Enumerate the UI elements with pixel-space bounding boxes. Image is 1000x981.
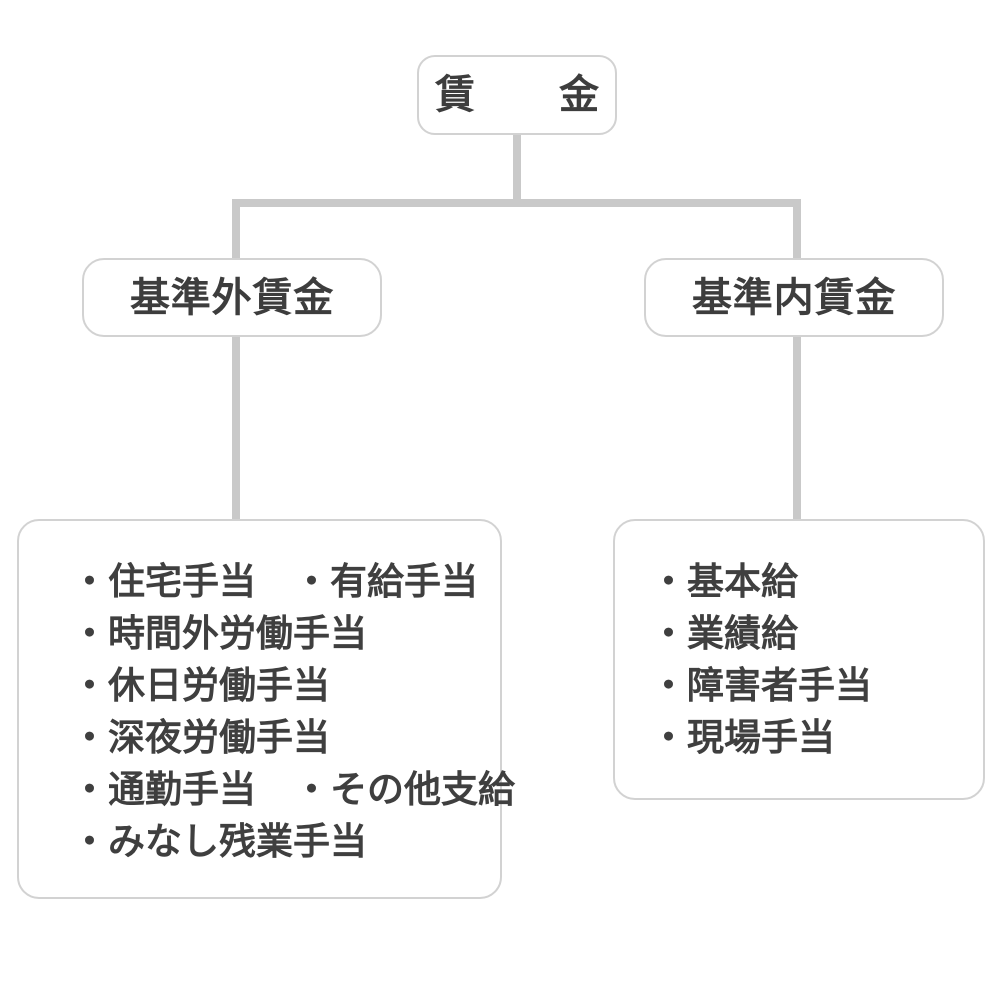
connector-left-branch-to-list [232,335,240,523]
node-branch-label-right: 基準内賃金 [692,275,896,320]
node-branch-standard-wage[interactable]: 基準内賃金 [644,258,944,337]
connector-bus-to-left-branch [232,199,240,261]
connector-horizontal-bus [232,199,801,207]
list-body-right: ・基本給 ・業績給 ・障害者手当 ・現場手当 [615,556,983,764]
list-item: ・時間外労働手当 [71,613,367,654]
list-item: ・業績給 [650,613,798,654]
list-body-left: ・住宅手当 ・有給手当 ・時間外労働手当 ・休日労働手当 ・深夜労働手当 ・通勤… [19,556,515,868]
list-box-non-standard-wage[interactable]: ・住宅手当 ・有給手当 ・時間外労働手当 ・休日労働手当 ・深夜労働手当 ・通勤… [17,519,515,899]
connector-bus-to-right-branch [793,199,801,261]
list-item: ・休日労働手当 [71,665,330,706]
list-item: ・みなし残業手当 [71,821,367,862]
list-item: ・通勤手当 ・その他支給 [71,769,515,810]
node-root-label: 賃 金 [435,73,621,117]
list-item: ・住宅手当 ・有給手当 [71,561,478,602]
list-item: ・深夜労働手当 [71,717,330,758]
list-box-standard-wage[interactable]: ・基本給 ・業績給 ・障害者手当 ・現場手当 [613,519,985,800]
connector-root-stem [513,133,521,203]
list-item: ・障害者手当 [650,665,872,706]
node-root-wage[interactable]: 賃 金 [417,55,617,135]
node-branch-non-standard-wage[interactable]: 基準外賃金 [82,258,382,337]
node-branch-label-left: 基準外賃金 [130,275,334,320]
list-item: ・基本給 [650,561,798,602]
list-item: ・現場手当 [650,717,835,758]
connector-right-branch-to-list [793,335,801,523]
